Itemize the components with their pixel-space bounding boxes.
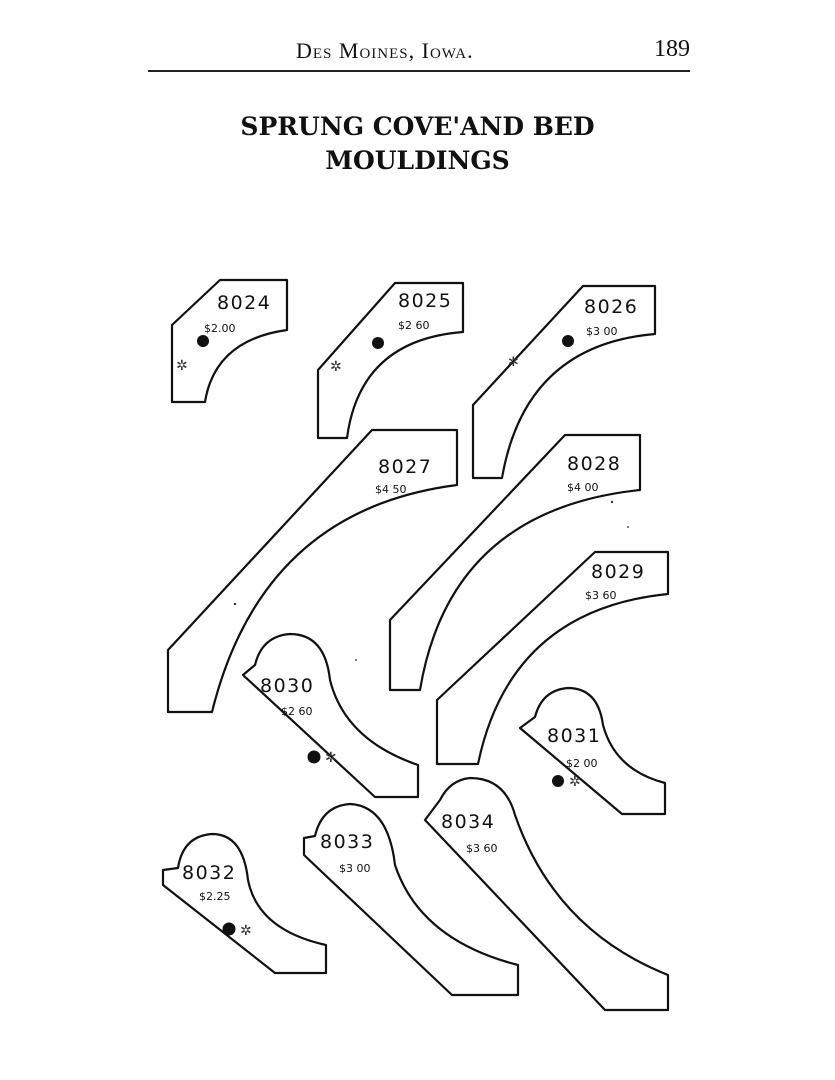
page-number: 189 <box>654 36 690 62</box>
print-speck <box>610 500 614 504</box>
moulding-number: 8030 <box>260 675 314 697</box>
moulding-number: 8034 <box>441 811 495 833</box>
nail-dot-icon <box>197 335 209 347</box>
moulding-price: $2.25 <box>199 890 231 903</box>
moulding-8027: 8027 $4 50 <box>166 428 459 714</box>
nail-dot-icon <box>307 750 321 764</box>
running-header: Des Moines, Iowa. 189 <box>148 36 690 72</box>
moulding-number: 8029 <box>591 561 645 583</box>
asterisk-icon: ✲ <box>330 359 342 375</box>
print-speck <box>355 659 357 661</box>
asterisk-icon: ✲ <box>176 358 188 374</box>
nail-dot-icon <box>222 922 236 936</box>
asterisk-icon: ✲ <box>240 923 252 939</box>
moulding-price: $2 60 <box>398 319 430 332</box>
page-title: SPRUNG COVE'AND BED MOULDINGS <box>0 110 835 178</box>
moulding-8031: 8031 $2 00 ✲ <box>518 686 667 816</box>
moulding-price: $3 60 <box>585 589 617 602</box>
moulding-price: $2 60 <box>281 705 313 718</box>
moulding-price: $4 00 <box>567 481 599 494</box>
nail-dot-icon <box>552 775 564 787</box>
moulding-8030: 8030 $2 60 ✲ <box>241 632 420 799</box>
moulding-price: $4 50 <box>375 483 407 496</box>
moulding-8026: 8026 $3 00 ✲ <box>471 284 657 480</box>
moulding-8024: 8024 $2.00 ✲ <box>170 278 289 404</box>
moulding-number: 8033 <box>320 831 374 853</box>
moulding-number: 8027 <box>378 456 432 478</box>
asterisk-icon: ✲ <box>569 774 581 790</box>
asterisk-icon: ✲ <box>508 355 519 370</box>
asterisk-icon: ✲ <box>325 750 337 766</box>
moulding-number: 8026 <box>584 296 638 318</box>
header-place: Des Moines, Iowa. <box>296 38 474 63</box>
moulding-price: $2.00 <box>204 322 236 335</box>
moulding-8028: 8028 $4 00 <box>388 433 642 692</box>
title-line-2: MOULDINGS <box>325 146 510 175</box>
print-speck <box>627 526 629 528</box>
moulding-8034: 8034 $3 60 <box>423 776 670 1012</box>
moulding-price: $3 00 <box>586 325 618 338</box>
moulding-8029: 8029 $3 60 <box>435 550 670 766</box>
moulding-number: 8024 <box>217 292 271 314</box>
moulding-price: $3 60 <box>466 842 498 855</box>
moulding-number: 8028 <box>567 453 621 475</box>
nail-dot-icon <box>562 335 574 347</box>
moulding-8025: 8025 $2 60 ✲ <box>316 281 465 440</box>
moulding-number: 8025 <box>398 290 452 312</box>
moulding-price: $3 00 <box>339 862 371 875</box>
print-speck <box>233 602 237 606</box>
title-line-1: SPRUNG COVE'AND BED <box>240 112 595 141</box>
moulding-number: 8031 <box>547 725 601 747</box>
nail-dot-icon <box>372 337 384 349</box>
moulding-8033: 8033 $3 00 <box>302 802 520 997</box>
moulding-number: 8032 <box>182 862 236 884</box>
moulding-price: $2 00 <box>566 757 598 770</box>
moulding-8032: 8032 $2.25 ✲ <box>161 832 328 975</box>
